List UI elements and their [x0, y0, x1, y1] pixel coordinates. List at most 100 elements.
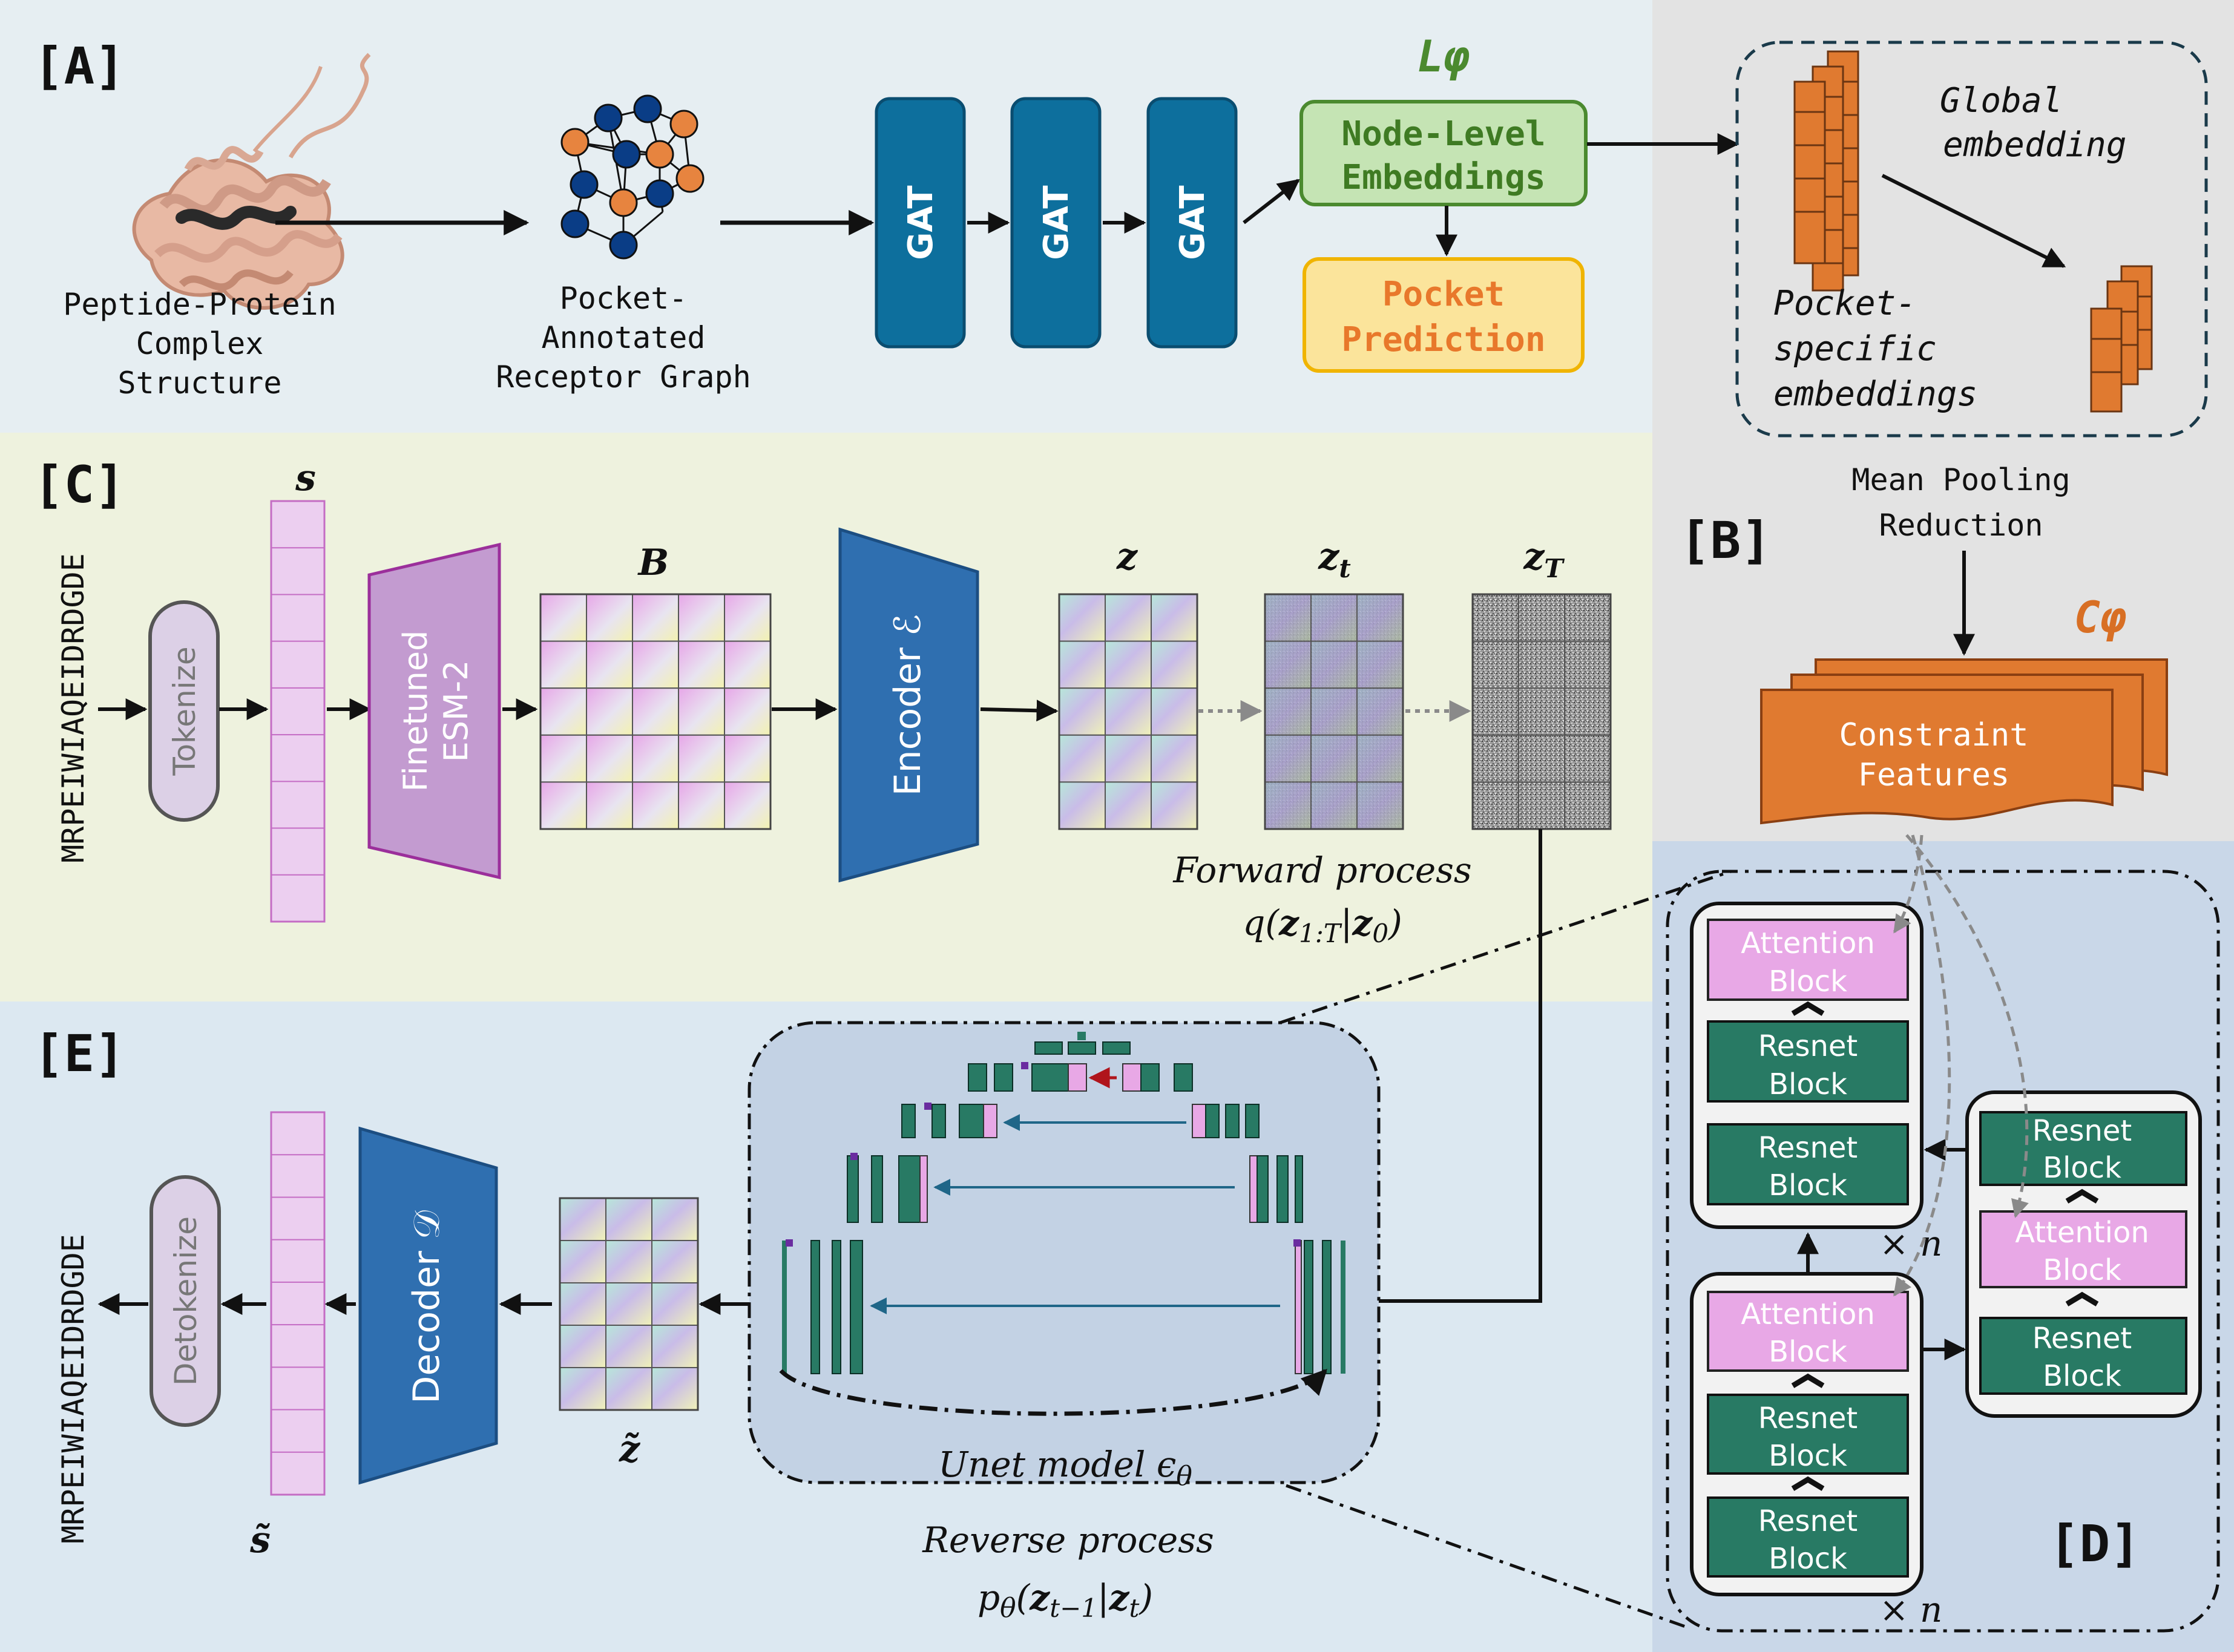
grid-cell: [724, 594, 771, 642]
resnet-block-5: [1979, 1111, 2187, 1186]
tokenize-label: Tokenize: [167, 646, 202, 776]
grid-cell: [586, 687, 633, 736]
attention-block-3: [1979, 1210, 2187, 1288]
grid-cell: [1518, 781, 1565, 830]
times-n-bottom: × n: [1879, 1589, 1942, 1630]
arrow-zT-to-unet: [1350, 829, 1542, 1312]
pocket-specific-embeddings-stack: [1793, 50, 1859, 292]
constraint-arrow-to-attention-3: [1905, 834, 2029, 1218]
grid-cell: [1105, 640, 1152, 689]
forward-process-formula: q(z1:T|z0): [1243, 902, 1402, 948]
protein-structure-icon: [132, 53, 371, 310]
gat-label-3: GAT: [1173, 185, 1212, 260]
gat-label-1: GAT: [901, 185, 941, 260]
pocket-specific-line-1: Pocket-: [1773, 284, 1916, 323]
esm-label-line-2: ESM-2: [437, 660, 475, 762]
constraint-features-line-1: Constraint: [1839, 717, 2028, 753]
node-embeddings-line-1: Node-Level: [1341, 114, 1545, 154]
grid-cell: [1105, 781, 1152, 830]
resnet-block-6-line-2: Block: [2043, 1359, 2121, 1393]
panel-a-label: [A]: [33, 36, 125, 96]
z-tilde-grid: [559, 1197, 699, 1411]
encoder-trapezoid: [838, 527, 979, 883]
grid-cell: [724, 781, 771, 830]
grid-frame: [1264, 593, 1404, 830]
pocket-specific-line-2: specific: [1773, 329, 1937, 369]
attention-block-3-line-1: Attention: [2015, 1216, 2149, 1250]
panel-d-dashed-region: [1666, 870, 2220, 1633]
attention-block-3-line-2: Block: [2043, 1253, 2121, 1287]
grid-cell: [632, 734, 679, 783]
panel-c-label: [C]: [33, 455, 125, 514]
reverse-process-formula: pθ(zt−1|zt): [977, 1577, 1153, 1624]
grid-cell: [1472, 734, 1519, 783]
resnet-block-3-line-1: Resnet: [1758, 1401, 1858, 1435]
token-column: [270, 500, 326, 923]
grid-cell: [1472, 781, 1519, 830]
attention-block-1-line-2: Block: [1769, 965, 1847, 998]
grid-cell: [1059, 640, 1106, 689]
grid-cell: [1518, 687, 1565, 736]
grid-cell: [651, 1282, 698, 1326]
grid-cell: [1472, 687, 1519, 736]
connector-unet-to-d-bottom: [1286, 1484, 1689, 1630]
resnet-block-4: [1707, 1496, 1909, 1578]
token-column-frame: [270, 1111, 326, 1496]
grid-cell: [1564, 640, 1611, 689]
grid-cell: [605, 1325, 652, 1368]
grid-cell: [605, 1240, 652, 1283]
grid-cell: [559, 1325, 606, 1368]
token-column-frame: [270, 500, 326, 923]
grid-cell: [1518, 640, 1565, 689]
grid-cell-noise: [1265, 735, 1311, 782]
grid-cell-noise: [1357, 688, 1403, 735]
constraint-features-stack: [1760, 658, 2168, 825]
grid-cell: [605, 1282, 652, 1326]
constraint-arrow-to-attention-2: [1893, 834, 1951, 1297]
arrow-pocket-to-global: [1881, 174, 2066, 268]
resnet-block-6: [1979, 1317, 2187, 1395]
input-sequence: MRPEIWIAQEIDRDGDE: [56, 553, 91, 863]
grid-cell-noise: [1311, 594, 1357, 641]
structure-caption-line-3: Structure: [118, 365, 282, 401]
structure-caption-line-1: Peptide-Protein: [63, 287, 337, 322]
grid-cell: [1059, 687, 1106, 736]
decoder-trapezoid: [358, 1126, 498, 1485]
grid-cell: [586, 640, 633, 689]
grid-cell: [724, 640, 771, 689]
resnet-block-2-line-2: Block: [1769, 1169, 1847, 1202]
chevron-up-icon: [1791, 1001, 1825, 1016]
chevron-up-icon: [1791, 1373, 1825, 1388]
grid-cell: [1472, 640, 1519, 689]
attention-block-1: [1707, 919, 1909, 1001]
attention-block-1-line-1: Attention: [1741, 926, 1875, 960]
grid-cell-noise: [1311, 782, 1357, 829]
grid-cell: [724, 734, 771, 783]
grid-cell: [559, 1240, 606, 1283]
grid-cell: [651, 1240, 698, 1283]
grid-cell: [586, 594, 633, 642]
z-latent-grid: [1058, 593, 1198, 830]
grid-cell: [540, 594, 587, 642]
graph-caption-line-2: Annotated: [542, 320, 706, 355]
gat-label-2: GAT: [1037, 185, 1076, 260]
grid-cell: [1472, 594, 1519, 642]
tokenize-pill: [148, 600, 220, 822]
grid-cell-noise: [1265, 641, 1311, 689]
unet-schematic: [779, 1032, 1345, 1416]
grid-cell: [1151, 734, 1198, 783]
grid-cell: [1151, 640, 1198, 689]
grid-cell: [540, 734, 587, 783]
grid-cell: [586, 734, 633, 783]
node-level-embeddings-box: [1299, 100, 1588, 206]
grid-cell: [1564, 781, 1611, 830]
grid-cell: [651, 1198, 698, 1241]
z-tilde-label: z̃: [619, 1428, 641, 1470]
grid-cell: [1105, 594, 1152, 642]
mean-pooling-line-2: Reduction: [1879, 508, 2043, 543]
graph-caption-line-1: Pocket-: [560, 281, 688, 316]
grid-cell-noise: [1265, 782, 1311, 829]
grid-cell: [1564, 594, 1611, 642]
resnet-block-3: [1707, 1394, 1909, 1475]
